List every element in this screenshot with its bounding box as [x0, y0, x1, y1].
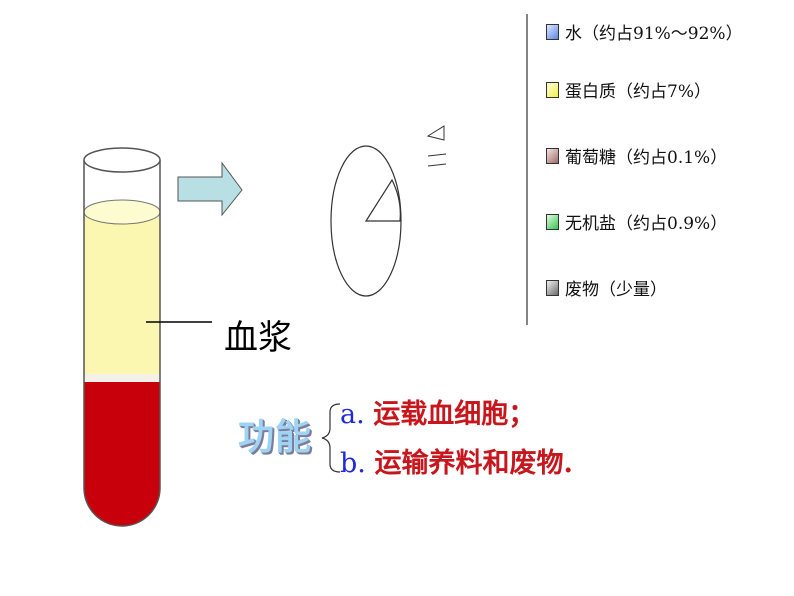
blue-swatch-icon [546, 23, 559, 40]
legend-label: 废物（少量） [565, 280, 667, 300]
test-tube-rim [83, 147, 161, 173]
test-tube-outline [83, 160, 161, 527]
gray-swatch-icon [546, 279, 559, 296]
composition-pie-slice [364, 178, 401, 222]
yellow-swatch-icon [546, 81, 559, 98]
buffy-coat-layer [84, 372, 160, 382]
function-item-letter: a. [340, 399, 365, 430]
legend-item-minerals: 无机盐（约占0.9%） [546, 209, 727, 234]
function-item-a: a. 运载血细胞； [340, 392, 535, 431]
pie-wedge-line-2 [427, 163, 447, 167]
function-item-letter: b. [340, 448, 366, 479]
legend-item-water: 水（约占91%～92%） [546, 19, 743, 44]
function-title: 功能 [238, 417, 313, 458]
legend-item-glucose: 葡萄糖（约占0.1%） [546, 143, 727, 168]
plasma-label: 血浆 [224, 318, 292, 358]
brown-swatch-icon [546, 147, 559, 164]
pie-wedge-line-1 [427, 153, 447, 157]
function-item-text: 运载血细胞； [373, 399, 536, 430]
legend-label: 葡萄糖（约占0.1%） [565, 148, 728, 168]
plasma-layer [84, 212, 160, 374]
right-arrow-icon [177, 161, 243, 217]
function-item-text: 运输养料和废物. [374, 448, 573, 479]
blood-cells-layer [84, 380, 160, 526]
function-brace [321, 403, 341, 473]
legend-item-protein: 蛋白质（约占7%） [546, 77, 711, 102]
pie-wedge-small [426, 125, 445, 141]
green-swatch-icon [546, 213, 559, 230]
legend-item-waste: 废物（少量） [546, 275, 667, 300]
legend-label: 无机盐（约占0.9%） [565, 214, 728, 234]
function-item-b: b. 运输养料和废物. [340, 441, 573, 480]
plasma-surface [83, 199, 161, 225]
legend-label: 水（约占91%～92%） [565, 24, 743, 44]
legend-label: 蛋白质（约占7%） [565, 82, 711, 102]
